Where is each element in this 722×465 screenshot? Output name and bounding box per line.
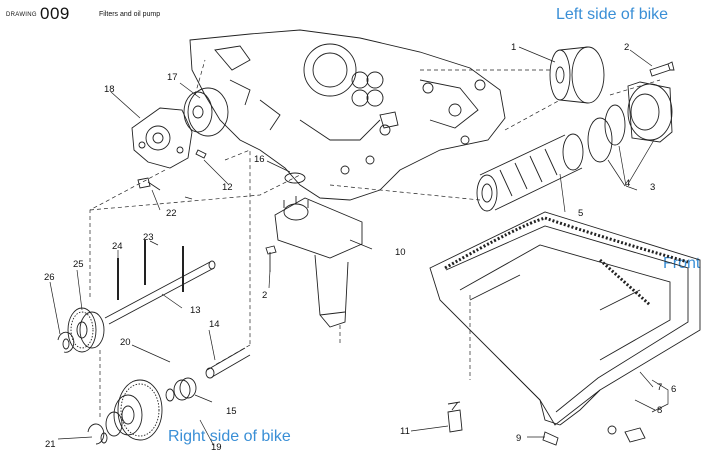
- assembly-lines: [89, 59, 661, 420]
- callout-18: 18: [104, 84, 115, 95]
- circlip-26: [57, 331, 75, 353]
- filter-cover: [627, 81, 673, 143]
- leader-lines: [49, 46, 669, 447]
- screw-2-lower: [265, 245, 277, 272]
- o-ring-small: [604, 104, 626, 146]
- screw-11: [447, 401, 463, 433]
- needle-bearing: [173, 377, 197, 401]
- engine-crankcase: [189, 29, 506, 201]
- sump-sealant-bead-2: [598, 258, 652, 307]
- callout-16: 16: [254, 154, 265, 165]
- callout-22: 22: [166, 208, 177, 219]
- filter-adapter: [549, 46, 605, 104]
- washer-21: [100, 432, 108, 444]
- callout-11: 11: [400, 426, 410, 437]
- callout-2: 2: [624, 42, 629, 53]
- callout-2-lower: 2: [262, 290, 267, 301]
- callout-6: 6: [671, 384, 676, 395]
- callout-10: 10: [395, 247, 406, 258]
- screw-2-top: [649, 61, 675, 77]
- oil-strainer: [274, 196, 363, 328]
- callout-13: 13: [190, 305, 201, 316]
- idler-shaft: [205, 347, 251, 379]
- callout-19: 19: [211, 442, 222, 453]
- callout-20: 20: [120, 337, 131, 348]
- callout-3: 3: [650, 182, 655, 193]
- o-ring-large: [587, 117, 613, 163]
- callout-25: 25: [73, 259, 84, 270]
- drive-shaft: [104, 260, 216, 325]
- drawing-title: Filters and oil pump: [99, 11, 161, 18]
- washer-26: [62, 338, 70, 350]
- callout-4: 4: [625, 178, 630, 189]
- note-front: Front: [663, 255, 701, 272]
- drawing-label: DRAWING: [6, 12, 37, 18]
- oil-filter-cartridge: [476, 133, 584, 212]
- callout-21: 21: [45, 439, 56, 450]
- callout-17: 17: [167, 72, 178, 83]
- gasket-ring: [284, 172, 306, 184]
- note-right-side: Right side of bike: [168, 428, 291, 445]
- oil-sump: [429, 211, 701, 443]
- callout-1: 1: [511, 42, 516, 53]
- circlip-21: [87, 423, 105, 445]
- screw-9: [542, 431, 559, 446]
- oil-pump-cover: [131, 107, 193, 169]
- callout-5: 5: [578, 208, 583, 219]
- callout-8: 8: [657, 405, 662, 416]
- callout-labels: 1 2 3 4 5 6 7 8 9 10 11 12 13 14 15 16 1…: [44, 42, 676, 453]
- callout-23: 23: [143, 232, 154, 243]
- callout-7: 7: [657, 382, 662, 393]
- callout-24: 24: [112, 241, 123, 252]
- note-left-side: Left side of bike: [556, 6, 669, 23]
- washer-20: [165, 388, 175, 402]
- oil-pump-rotor: [183, 87, 229, 137]
- dowel-pin: [195, 149, 207, 159]
- callout-9: 9: [516, 433, 521, 444]
- callout-12: 12: [222, 182, 233, 193]
- callout-15: 15: [226, 406, 237, 417]
- callout-14: 14: [209, 319, 220, 330]
- callout-26: 26: [44, 272, 55, 283]
- gear-19: [105, 379, 163, 441]
- drawing-number: 009: [40, 4, 70, 23]
- screw-22: [137, 177, 161, 191]
- sump-sealant-bead: [444, 216, 689, 270]
